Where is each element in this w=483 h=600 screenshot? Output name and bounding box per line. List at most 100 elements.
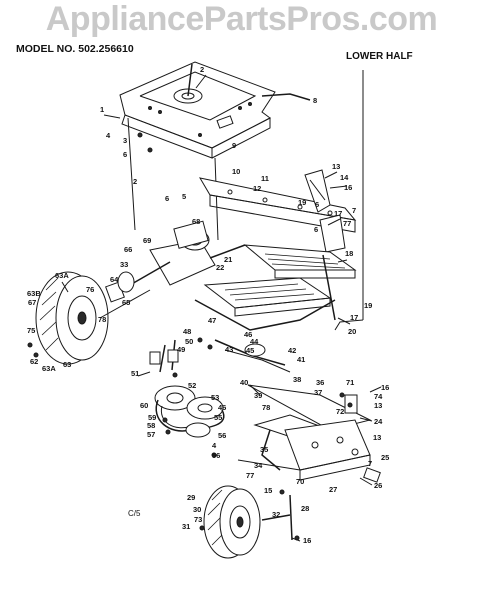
callout-74: 73 — [194, 515, 202, 524]
callout-44: 44 — [250, 337, 259, 346]
callout-4: 4 — [106, 131, 111, 140]
figure-code: C/5 — [128, 509, 141, 518]
callout-78b: 77 — [246, 471, 254, 480]
callout-6b: 6 — [165, 194, 169, 203]
callout-71: 70 — [296, 477, 304, 486]
callout-43: 43 — [225, 345, 233, 354]
callout-75: 74 — [374, 392, 383, 401]
callout-19: 19 — [364, 301, 372, 310]
callout-16c: 16 — [303, 536, 311, 545]
callout-56b: 56 — [212, 451, 220, 460]
callout-7b: 7 — [368, 459, 372, 468]
callout-14: 14 — [340, 173, 349, 182]
callout-19a: 19 — [298, 198, 306, 207]
callout-25: 25 — [381, 453, 389, 462]
callout-39: 39 — [254, 391, 262, 400]
callout-15: 15 — [264, 486, 272, 495]
callout-50: 50 — [185, 337, 193, 346]
callout-13: 13 — [332, 162, 340, 171]
model-number-title: MODEL NO. 502.256610 — [16, 43, 134, 55]
callout-72: 71 — [346, 378, 354, 387]
callout-6c: 6 — [315, 200, 319, 209]
callout-32: 32 — [272, 510, 280, 519]
callout-59: 59 — [148, 413, 156, 422]
callout-48: 48 — [183, 327, 191, 336]
callout-67: 66 — [124, 245, 132, 254]
callout-62: 62 — [30, 357, 38, 366]
callout-63A: 63A — [55, 271, 69, 280]
callout-labels: 2 8 1 4 3 6 9 13 14 16 10 11 12 2 6 5 19… — [27, 65, 389, 545]
callout-76: 75 — [27, 326, 35, 335]
callout-17b: 17 — [350, 313, 358, 322]
callout-78: 77 — [343, 219, 351, 228]
callout-6: 6 — [123, 150, 127, 159]
callout-70: 69 — [143, 236, 151, 245]
section-title: LOWER HALF — [346, 51, 413, 62]
callout-13b: 13 — [374, 401, 382, 410]
callout-30: 30 — [193, 505, 201, 514]
front-wheel — [203, 485, 293, 559]
callout-79a: 78 — [98, 315, 106, 324]
callout-5: 5 — [182, 192, 186, 201]
callout-31: 31 — [182, 522, 190, 531]
callout-40: 40 — [240, 378, 248, 387]
callout-10: 10 — [232, 167, 240, 176]
callout-63B: 63B — [27, 289, 41, 298]
callout-49: 49 — [177, 345, 185, 354]
lower-frame — [237, 384, 381, 483]
callout-13c: 13 — [373, 433, 381, 442]
callout-16: 16 — [344, 183, 352, 192]
callout-55: 55 — [214, 413, 222, 422]
callout-66: 65 — [122, 298, 130, 307]
lever-links — [149, 339, 291, 373]
leader-lines — [61, 74, 382, 542]
callout-73: 72 — [336, 407, 344, 416]
callout-35: 35 — [260, 445, 268, 454]
hardware — [27, 132, 353, 541]
callout-37: 37 — [314, 388, 322, 397]
transaxle — [129, 220, 246, 286]
callout-42: 42 — [288, 346, 296, 355]
callout-9: 9 — [232, 141, 236, 150]
callout-17: 17 — [334, 209, 342, 218]
callout-46b: 46 — [218, 403, 226, 412]
callout-18: 18 — [345, 249, 353, 258]
callout-38: 38 — [293, 375, 301, 384]
callout-58: 58 — [147, 421, 155, 430]
callout-12: 12 — [253, 184, 261, 193]
callout-20: 20 — [348, 327, 356, 336]
callout-46: 46 — [244, 330, 252, 339]
callout-65: 64 — [110, 275, 119, 284]
callout-52: 52 — [188, 381, 196, 390]
callout-33: 33 — [120, 260, 128, 269]
callout-47: 47 — [208, 316, 216, 325]
callout-3: 3 — [123, 136, 127, 145]
callout-51: 51 — [131, 369, 139, 378]
right-linkage — [322, 70, 364, 331]
callout-4b: 4 — [212, 441, 217, 450]
callout-11: 11 — [261, 174, 269, 183]
watermark: AppliancePartsPros.com — [45, 0, 438, 38]
callout-57: 57 — [147, 430, 155, 439]
footrest-pans — [194, 244, 357, 331]
callout-45: 45 — [246, 346, 254, 355]
callout-53: 53 — [211, 393, 219, 402]
callout-68: 67 — [28, 298, 36, 307]
callout-34: 34 — [254, 461, 263, 470]
callout-77: 76 — [86, 285, 94, 294]
callout-29: 29 — [187, 493, 195, 502]
callout-2: 2 — [200, 65, 204, 74]
callout-7: 7 — [352, 206, 356, 215]
callout-26: 26 — [374, 481, 382, 490]
callout-8: 8 — [313, 96, 317, 105]
callout-60: 60 — [140, 401, 148, 410]
callout-56: 56 — [218, 431, 226, 440]
callout-6d: 6 — [314, 225, 318, 234]
callout-21: 21 — [224, 255, 232, 264]
callout-64: 63A — [42, 364, 56, 373]
callout-36: 36 — [316, 378, 324, 387]
callout-28: 28 — [301, 504, 309, 513]
callout-69: 68 — [192, 217, 200, 226]
